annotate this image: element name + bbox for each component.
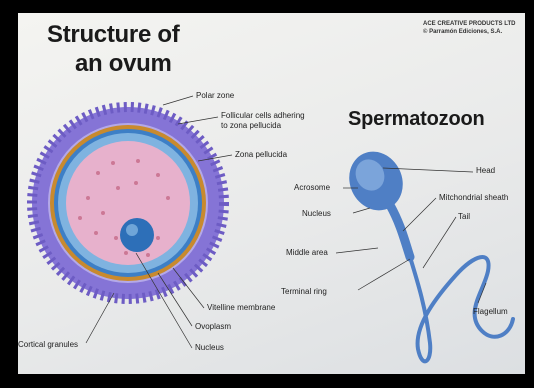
label-sperm-nucleus: Nucleus [302,209,331,218]
credit-line-2: © Parramón Ediciones, S.A. [423,29,502,35]
label-tail: Tail [458,212,470,221]
label-mitochondrial-sheath: Mitchondrial sheath [439,193,508,202]
credit-line-1: ACE CREATIVE PRODUCTS LTD [423,21,515,27]
label-flagellum: Flagellum [473,307,508,316]
spermatozoon-title: Spermatozoon [348,108,485,131]
middle-piece [390,205,410,257]
label-polar-zone: Polar zone [196,91,234,100]
spermatozoon [340,143,513,362]
label-zona-pellucida: Zona pellucida [235,150,287,159]
nucleus-highlight [126,224,138,236]
label-vitelline-membrane: Vitelline membrane [207,303,275,312]
label-terminal-ring: Terminal ring [281,287,327,296]
label-ovum-nucleus: Nucleus [195,343,224,352]
ovum-title-line-2: an ovum [75,50,172,78]
ovum [32,107,224,299]
diagram-board: Structure of an ovum Spermatozoon ACE CR… [18,13,525,374]
label-follicular-cells-1: Follicular cells adhering [221,111,305,120]
label-head: Head [476,166,495,175]
label-middle-area: Middle area [286,248,328,257]
label-follicular-cells-2: to zona pellucida [221,121,281,130]
ovum-nucleus [120,218,154,252]
ovum-title-line-1: Structure of [47,21,179,49]
label-cortical-granules: Cortical granules [18,340,78,349]
label-ovoplasm: Ovoplasm [195,322,231,331]
label-acrosome: Acrosome [294,183,330,192]
